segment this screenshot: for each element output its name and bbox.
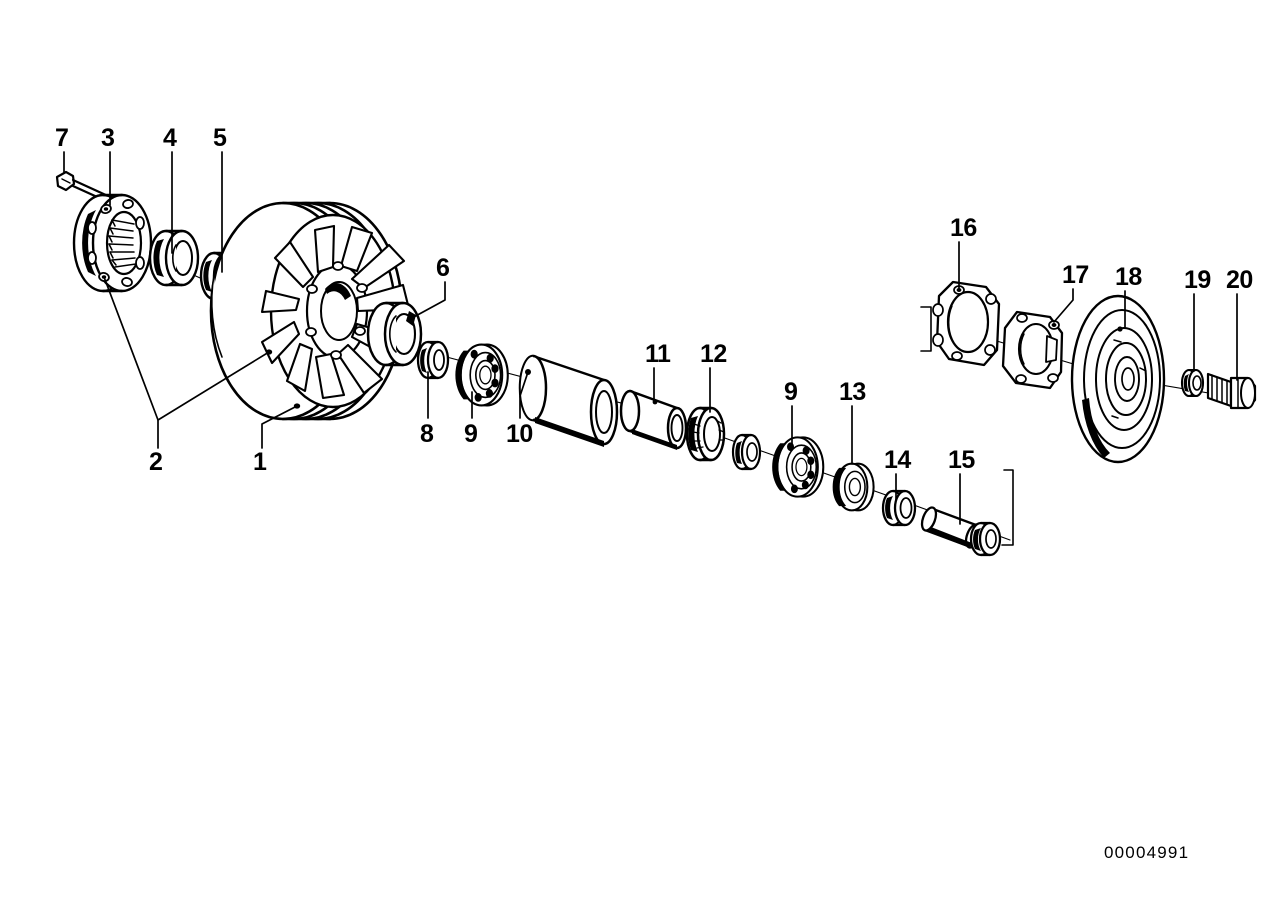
callout-6: 6 [436,254,450,282]
callout-5: 5 [213,124,227,152]
callout-16: 16 [950,214,977,242]
callout-18: 18 [1115,263,1142,291]
callout-17: 17 [1062,261,1089,289]
catalog-number: 00004991 [1104,843,1190,862]
callout-12: 12 [700,340,727,368]
callout-2: 2 [149,448,163,476]
callout-11: 11 [645,340,671,368]
callout-13: 13 [839,378,866,406]
callout-14: 14 [884,446,911,474]
callout-9-left: 9 [464,420,478,448]
callout-20: 20 [1226,266,1253,294]
callout-3: 3 [101,124,115,152]
callout-1: 1 [253,448,267,476]
callout-4: 4 [163,124,177,152]
callout-8: 8 [420,420,434,448]
callout-19: 19 [1184,266,1211,294]
callout-7: 7 [55,124,69,152]
callout-10: 10 [506,420,533,448]
callout-9-right: 9 [784,378,798,406]
callout-15: 15 [948,446,975,474]
